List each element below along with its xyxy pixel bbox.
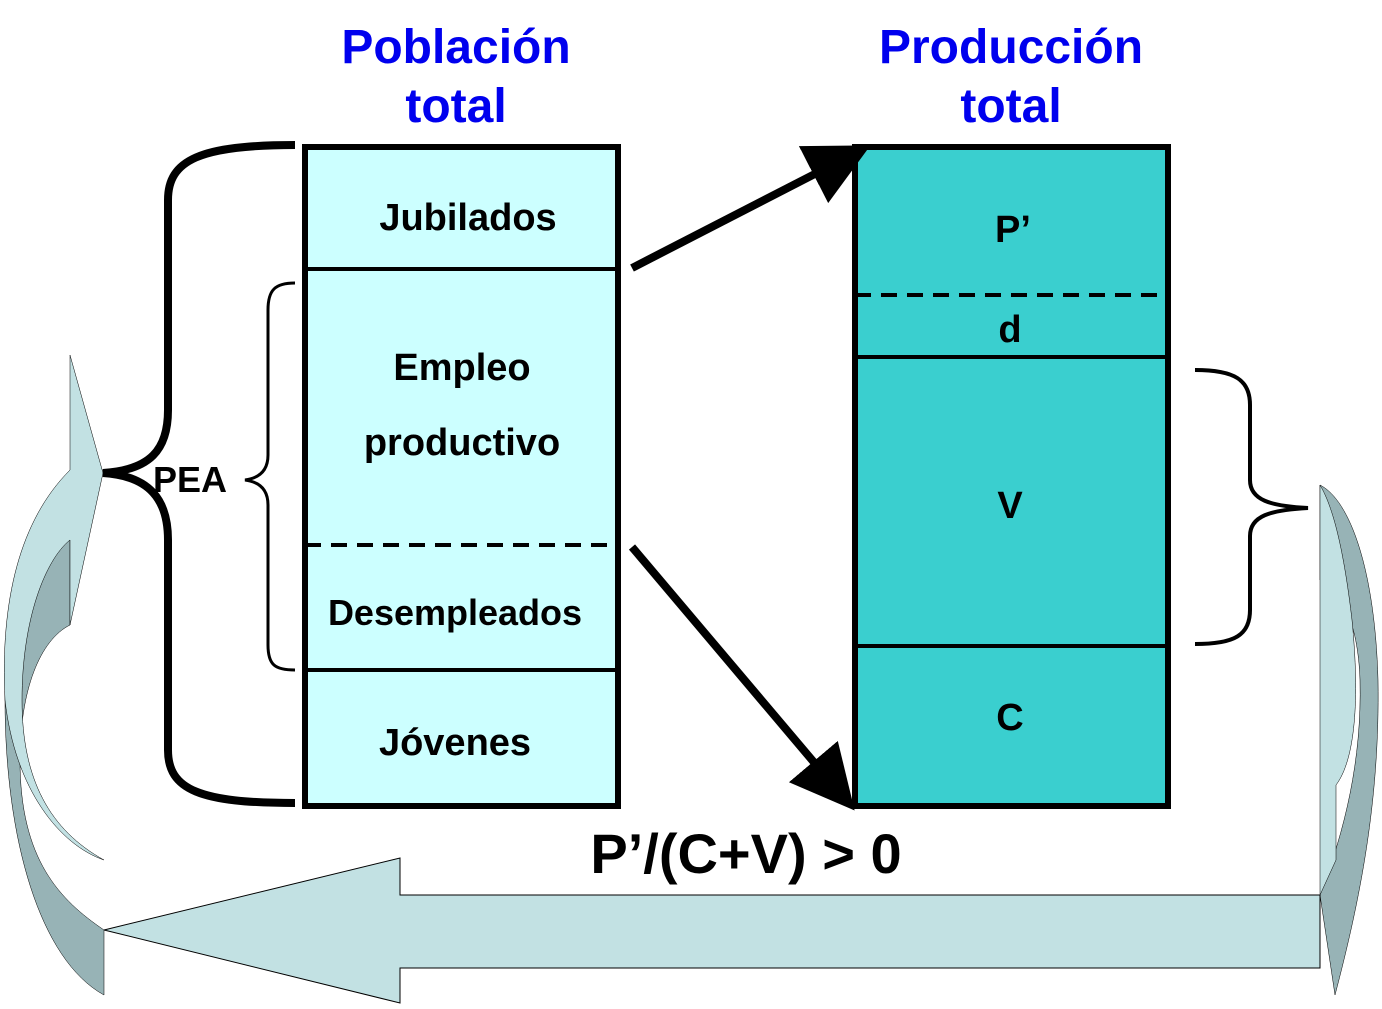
left-return-arrow-front bbox=[4, 354, 105, 861]
jubilados-label: Jubilados bbox=[379, 197, 556, 239]
p-prime-label: P’ bbox=[995, 209, 1031, 251]
pea-label: PEA bbox=[153, 459, 227, 500]
produccion-title-line1: Producción bbox=[879, 21, 1143, 74]
right-return-arrow-front bbox=[1319, 484, 1356, 896]
right-return-arrow bbox=[1319, 484, 1379, 996]
pea-brace bbox=[244, 281, 296, 672]
empleo-label-line1: Empleo bbox=[393, 347, 530, 389]
poblacion-title-line2: total bbox=[405, 80, 506, 133]
poblacion-title-line1: Población bbox=[341, 21, 570, 74]
produccion-title-line2: total bbox=[960, 80, 1061, 133]
v-brace bbox=[1194, 368, 1309, 646]
bottom-left-arrow bbox=[103, 857, 1321, 1004]
d-label: d bbox=[998, 309, 1021, 351]
jovenes-label: Jóvenes bbox=[379, 722, 531, 764]
outer-brace bbox=[102, 141, 296, 807]
poblacion-column bbox=[302, 144, 621, 809]
arrow-to-c bbox=[628, 544, 855, 811]
v-label: V bbox=[997, 485, 1023, 527]
arrow-to-p-prime bbox=[630, 145, 871, 272]
desempleados-label: Desempleados bbox=[328, 592, 582, 633]
produccion-column bbox=[852, 144, 1171, 809]
formula-text: P’/(C+V) > 0 bbox=[590, 822, 901, 885]
empleo-label-line2: productivo bbox=[364, 422, 560, 464]
c-label: C bbox=[996, 697, 1023, 739]
